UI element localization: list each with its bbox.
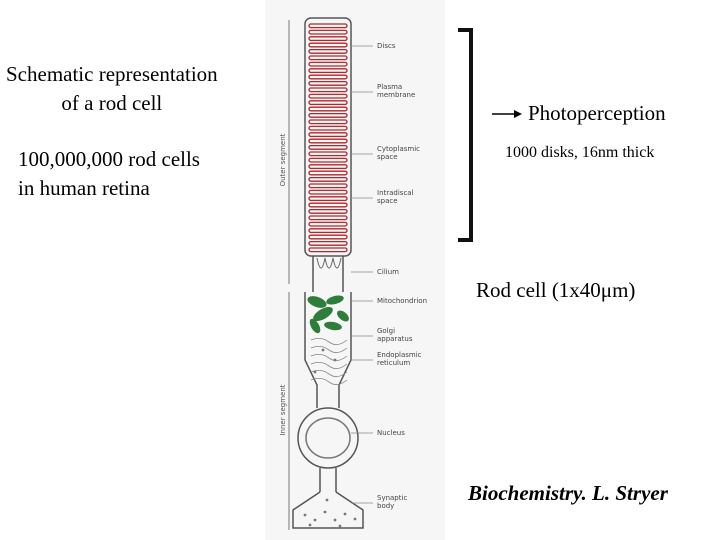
disc xyxy=(308,215,348,221)
vesicle xyxy=(338,524,342,528)
disc xyxy=(308,157,348,163)
vesicle xyxy=(333,518,337,522)
disc xyxy=(308,221,348,227)
disc xyxy=(308,48,348,54)
disc xyxy=(308,29,348,35)
disc-stack xyxy=(308,23,348,253)
callout-label: Nucleus xyxy=(377,429,405,437)
disc xyxy=(308,23,348,29)
disc xyxy=(308,36,348,42)
count-line-2: in human retina xyxy=(18,176,150,200)
disc xyxy=(308,100,348,106)
disc xyxy=(308,176,348,182)
disc xyxy=(308,119,348,125)
disc xyxy=(308,151,348,157)
disc xyxy=(308,132,348,138)
mitochondrion xyxy=(326,295,344,305)
disc xyxy=(308,42,348,48)
disc xyxy=(308,202,348,208)
disc xyxy=(308,234,348,240)
synaptic-vesicles xyxy=(303,348,357,528)
mitochondrion xyxy=(337,310,349,322)
title-line-2: of a rod cell xyxy=(61,91,163,115)
vesicle xyxy=(333,358,337,362)
mitochondrion xyxy=(324,321,342,331)
disc xyxy=(308,112,348,118)
vesicle xyxy=(321,348,325,352)
disc xyxy=(308,196,348,202)
vesicle xyxy=(313,370,317,374)
vesicle xyxy=(308,523,312,527)
rod-size-label: Rod cell (1x40μm) xyxy=(476,278,636,302)
mitochondrion xyxy=(313,307,333,321)
disc xyxy=(308,93,348,99)
disc xyxy=(308,228,348,234)
disc xyxy=(308,247,348,253)
rod-cell-outline xyxy=(292,17,364,529)
disc xyxy=(308,208,348,214)
disc xyxy=(308,189,348,195)
outer-segment-label: Outer segment xyxy=(279,133,287,186)
disc xyxy=(308,183,348,189)
disc-bracket xyxy=(458,28,473,242)
mitochondrion xyxy=(309,318,321,334)
vesicle xyxy=(343,512,347,516)
arrow-right-icon xyxy=(492,110,522,118)
count-line-1: 100,000,000 rod cells xyxy=(18,147,200,171)
title-line-1: Schematic representation xyxy=(6,62,218,86)
vesicle xyxy=(303,513,307,517)
disc xyxy=(308,144,348,150)
rod-count-note: 100,000,000 rod cells in human retina xyxy=(18,145,200,203)
vesicle xyxy=(323,510,327,514)
disc xyxy=(308,80,348,86)
vesicle xyxy=(353,517,357,521)
mitochondrion xyxy=(307,296,327,308)
source-credit: Biochemistry. L. Stryer xyxy=(468,481,668,505)
vesicle xyxy=(325,498,329,502)
disc xyxy=(308,61,348,67)
callout-label: Discs xyxy=(377,42,396,50)
mitochondria xyxy=(307,295,349,334)
disc xyxy=(308,87,348,93)
disc xyxy=(308,55,348,61)
disc xyxy=(308,68,348,74)
callout-label: Mitochondrion xyxy=(377,297,427,305)
photoperception-label: Photoperception xyxy=(528,101,666,125)
endoplasmic-reticulum xyxy=(310,338,348,385)
vesicle xyxy=(313,518,317,522)
disk-count-label: 1000 disks, 16nm thick xyxy=(505,144,655,161)
figure-title: Schematic representation of a rod cell xyxy=(6,60,218,118)
inner-segment-label: Inner segment xyxy=(279,384,287,435)
disc xyxy=(308,74,348,80)
disc xyxy=(308,138,348,144)
disc xyxy=(308,164,348,170)
callout-label: Cilium xyxy=(377,268,399,276)
disc xyxy=(308,125,348,131)
disc xyxy=(308,170,348,176)
cilium-loops xyxy=(316,257,342,269)
disc xyxy=(308,106,348,112)
disc xyxy=(308,240,348,246)
